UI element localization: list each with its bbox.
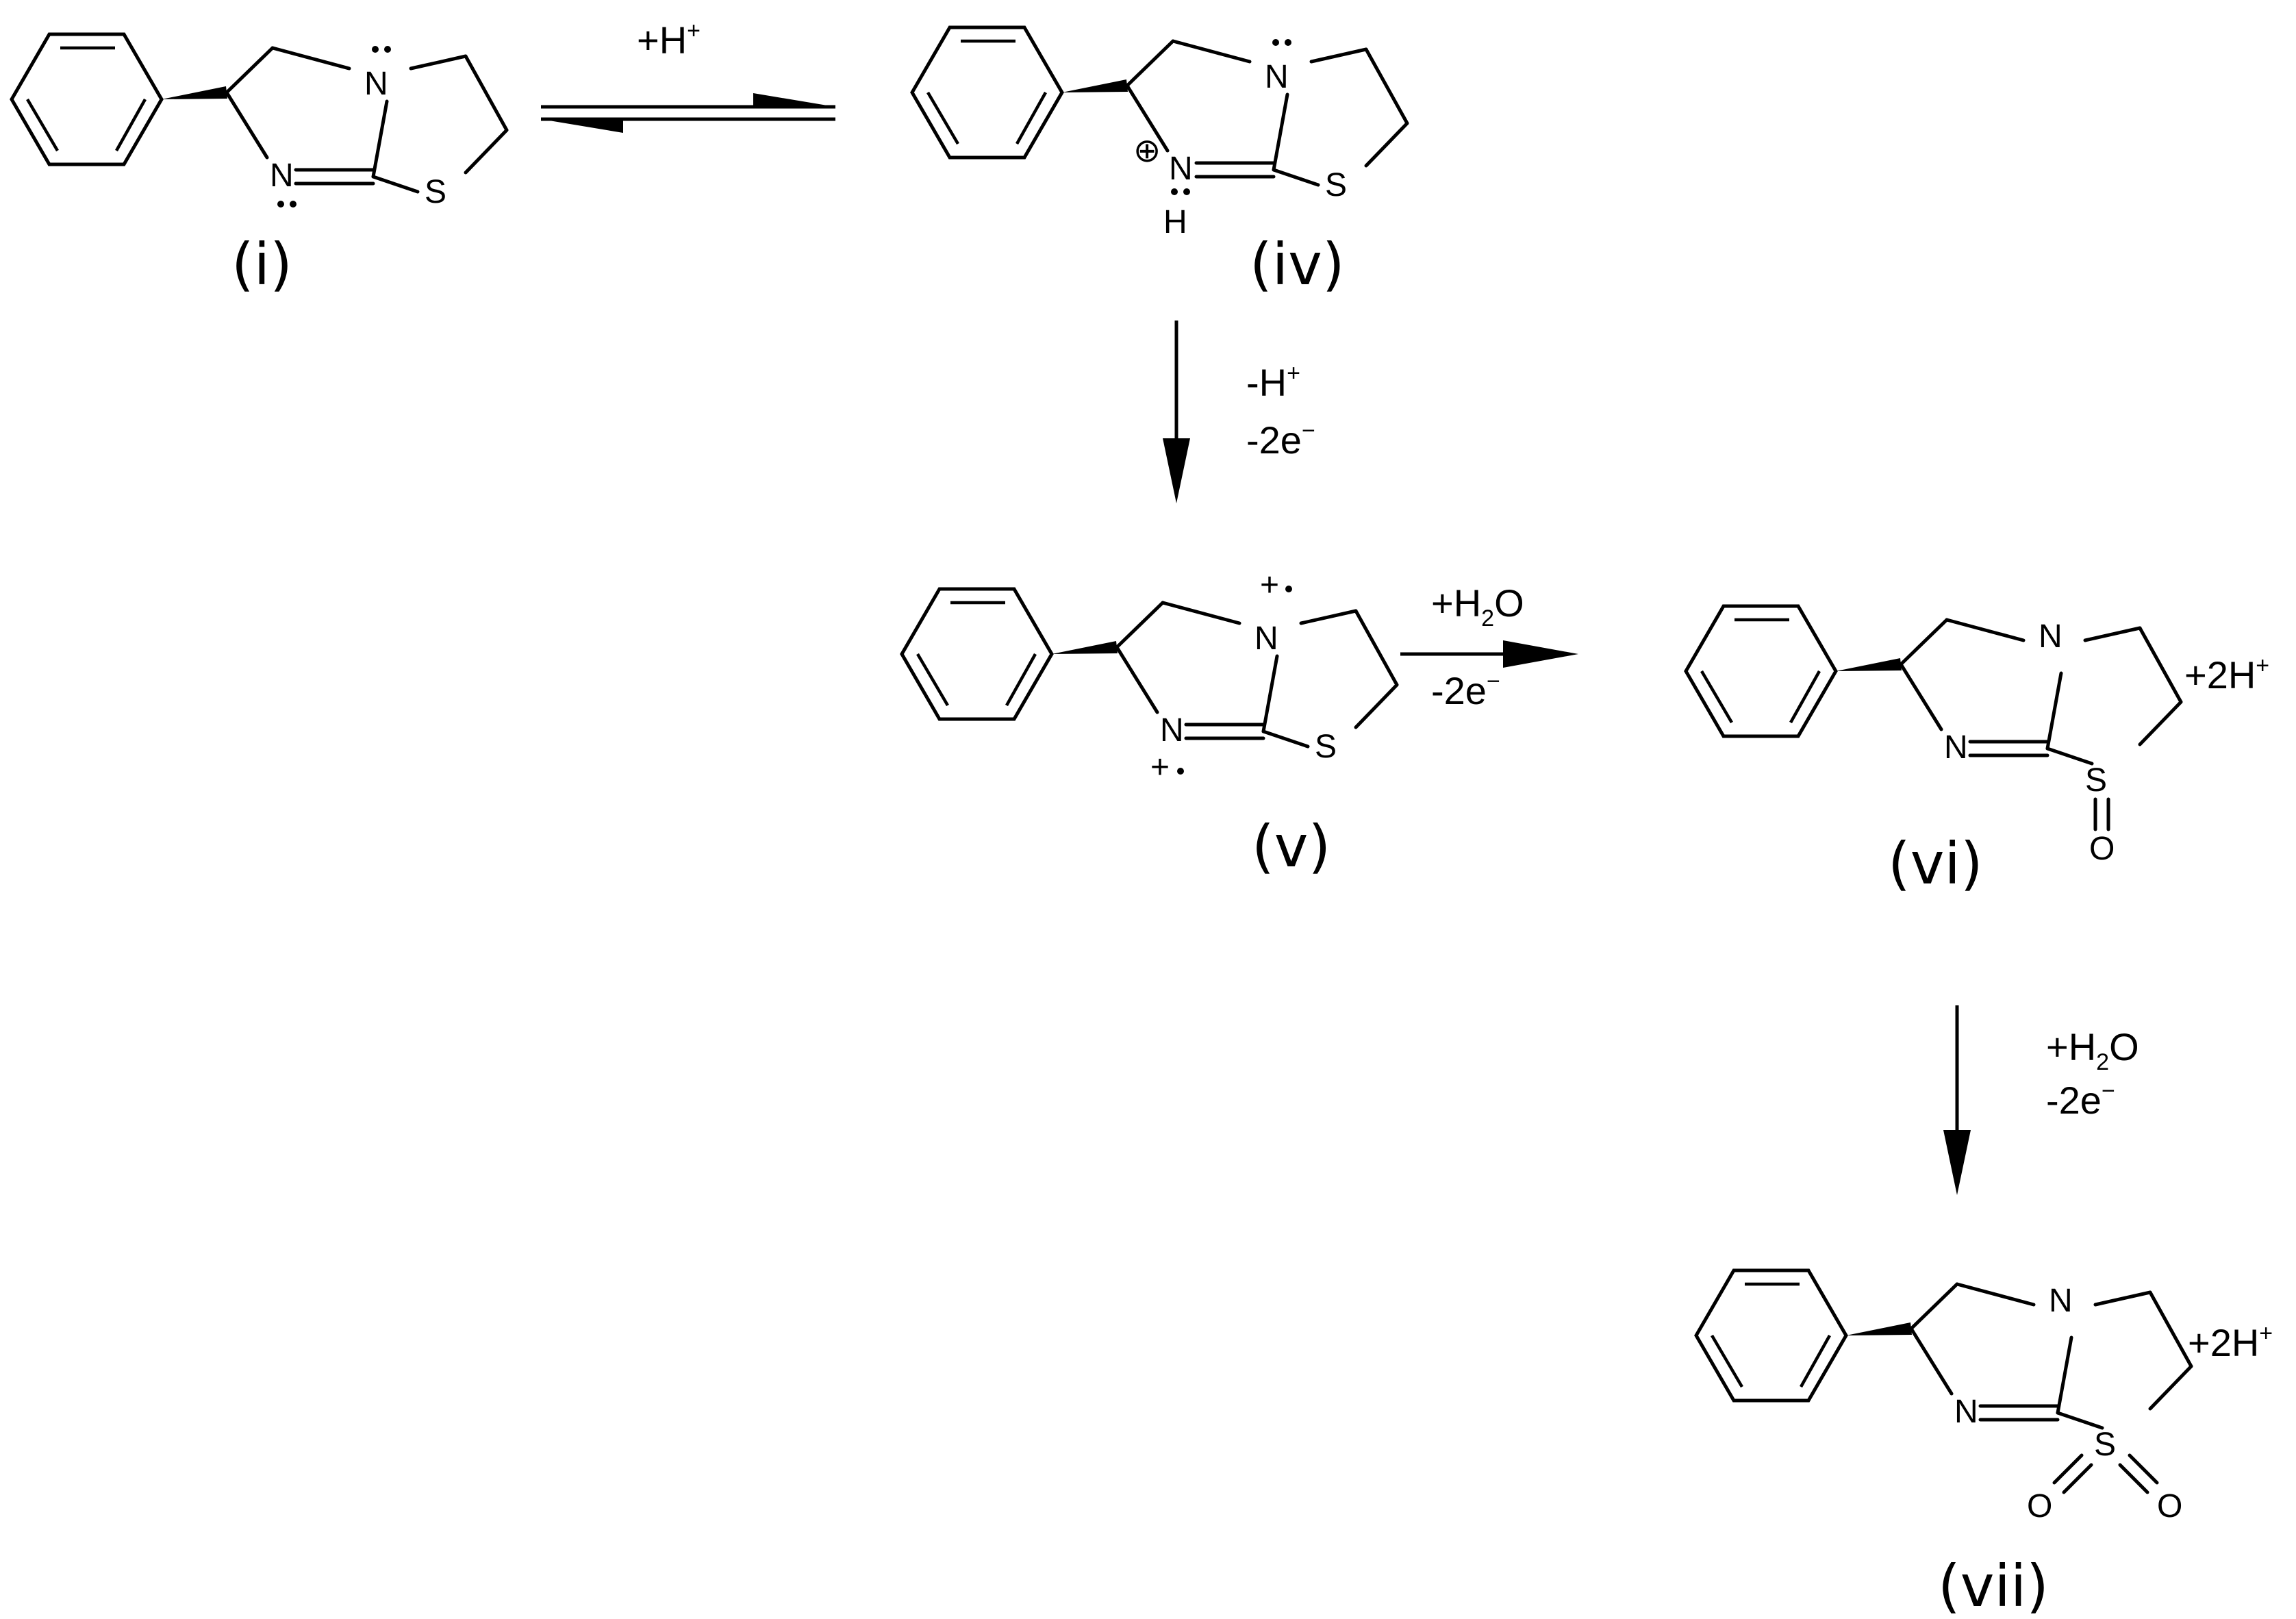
atom-h: H xyxy=(1163,204,1187,240)
label-compound-iv: (iv) xyxy=(1250,231,1345,298)
condition-deprotonation: -H+ xyxy=(1246,360,1300,404)
compound-vi: N N S O (vi) xyxy=(1686,606,2181,897)
atom-s: S xyxy=(1315,729,1337,765)
label-compound-v: (v) xyxy=(1252,813,1330,880)
atom-n-protonated: N xyxy=(1169,151,1193,187)
atom-n-bridge: N xyxy=(1265,59,1289,95)
atom-s: S xyxy=(1325,167,1347,203)
label-compound-i: (i) xyxy=(231,231,292,298)
radical-plus-1: + xyxy=(1260,567,1279,603)
label-compound-vi: (vi) xyxy=(1888,830,1983,897)
atom-n-bridge: N xyxy=(364,66,388,102)
compound-i: N N S (i) xyxy=(12,34,507,298)
condition-electrons-2: -2e− xyxy=(1431,668,1500,712)
byproduct-vi: +2H+ xyxy=(2184,653,2269,696)
atom-n-imine: N xyxy=(270,158,294,194)
label-compound-vii: (vii) xyxy=(1938,1553,2049,1619)
atom-n-imine: N xyxy=(1954,1394,1978,1430)
condition-proton: +H+ xyxy=(637,18,701,62)
condition-water-1: +H2O xyxy=(1431,581,1524,631)
condition-water-2: +H2O xyxy=(2046,1025,2139,1075)
atom-s-sulfone: S xyxy=(2094,1427,2116,1463)
atom-s: S xyxy=(425,174,446,210)
condition-electrons: -2e− xyxy=(1246,418,1315,462)
atom-n-bridge: N xyxy=(2039,618,2062,655)
atom-n-radical-cation-2: N xyxy=(1160,712,1184,749)
equilibrium-arrow: +H+ xyxy=(541,18,835,133)
atom-n-radical-cation-1: N xyxy=(1254,620,1278,657)
byproduct-vii: +2H+ xyxy=(2188,1320,2273,1364)
positive-charge: ⊕ xyxy=(1133,133,1161,169)
oxidation-arrow-1: -H+ -2e− xyxy=(1163,321,1315,503)
atom-n-bridge: N xyxy=(2049,1283,2073,1319)
condition-electrons-3: -2e− xyxy=(2046,1078,2115,1122)
atom-s-sulfoxide: S xyxy=(2085,762,2107,799)
oxidation-arrow-3: +H2O -2e− xyxy=(1943,1005,2139,1195)
atom-o-1: O xyxy=(2027,1488,2052,1524)
radical-plus-2: + xyxy=(1150,749,1170,786)
compound-iv: N N H S ⊕ (iv) xyxy=(912,27,1407,298)
oxidation-arrow-2: +H2O -2e− xyxy=(1400,581,1578,712)
atom-n-imine: N xyxy=(1944,729,1968,766)
compound-vii: N N S O O (vii) xyxy=(1696,1270,2191,1619)
compound-v: N N S + + (v) xyxy=(902,567,1397,880)
atom-o-2: O xyxy=(2157,1488,2182,1524)
atom-o: O xyxy=(2089,831,2115,867)
